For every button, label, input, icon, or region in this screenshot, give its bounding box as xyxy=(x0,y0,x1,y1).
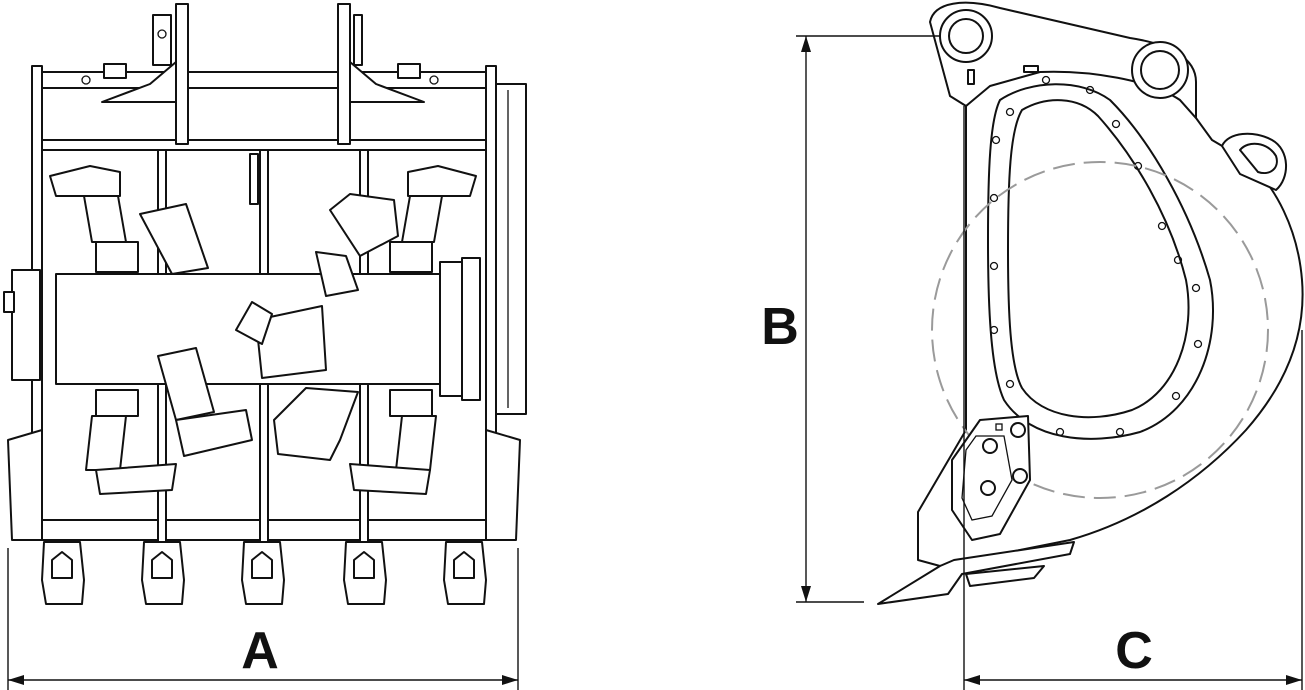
rotor-sweep-hidden-line xyxy=(931,161,1269,499)
dimension-b: B xyxy=(761,35,940,603)
front-view xyxy=(3,3,527,605)
hammer-upper-inner xyxy=(139,203,209,275)
hammer-upper-center xyxy=(315,193,399,297)
hammer-lower-center-left xyxy=(157,347,253,457)
hammer-upper-right xyxy=(389,165,477,273)
drive-motor-housing xyxy=(495,83,527,415)
housing-bolts xyxy=(989,75,1203,437)
dimension-c-label: C xyxy=(1115,622,1153,680)
top-bolts xyxy=(81,63,439,85)
lifting-eye xyxy=(1221,132,1288,191)
lower-guard-right xyxy=(485,429,521,541)
lower-guard-left xyxy=(7,429,43,541)
hinge-ear-right xyxy=(337,3,425,145)
top-crossbar xyxy=(37,71,491,151)
dimension-c: C xyxy=(963,106,1303,690)
cutting-edge xyxy=(877,541,1075,605)
bracket-bolts xyxy=(980,422,1028,496)
mounting-plate xyxy=(929,1,1197,119)
bucket-teeth xyxy=(41,541,487,605)
hinge-ear-left xyxy=(101,3,189,145)
left-bearing xyxy=(11,269,41,381)
side-bracket xyxy=(951,415,1031,541)
dimension-a: A xyxy=(7,548,519,690)
hammer-lower-center-right xyxy=(273,387,359,461)
dimension-a-label: A xyxy=(241,622,279,680)
dimension-b-label: B xyxy=(761,298,799,356)
hammer-upper-left xyxy=(49,165,139,273)
side-view xyxy=(877,1,1304,605)
hammer-center xyxy=(235,301,327,379)
hammer-lower-right xyxy=(349,389,437,495)
hammer-lower-left xyxy=(85,389,177,495)
